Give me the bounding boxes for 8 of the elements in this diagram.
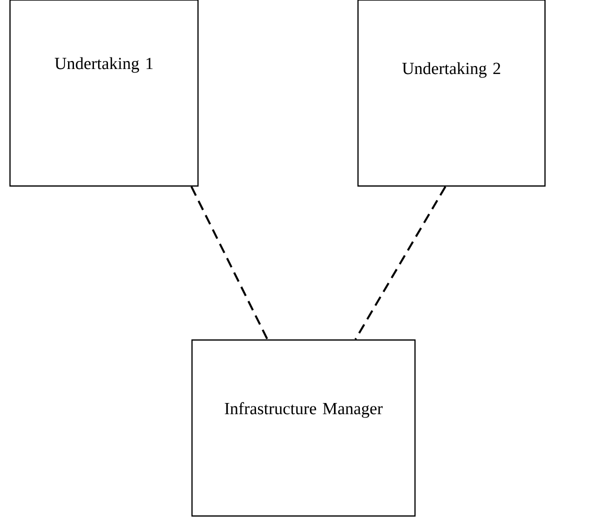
box-label: Undertaking 2 <box>402 62 500 78</box>
connector-line <box>354 186 446 340</box>
box <box>191 339 416 517</box>
box-label: Infrastructure Manager <box>224 402 383 418</box>
box <box>357 0 546 187</box>
connector-line <box>190 186 268 340</box>
box <box>9 0 199 187</box>
box-label: Undertaking 1 <box>54 57 153 73</box>
